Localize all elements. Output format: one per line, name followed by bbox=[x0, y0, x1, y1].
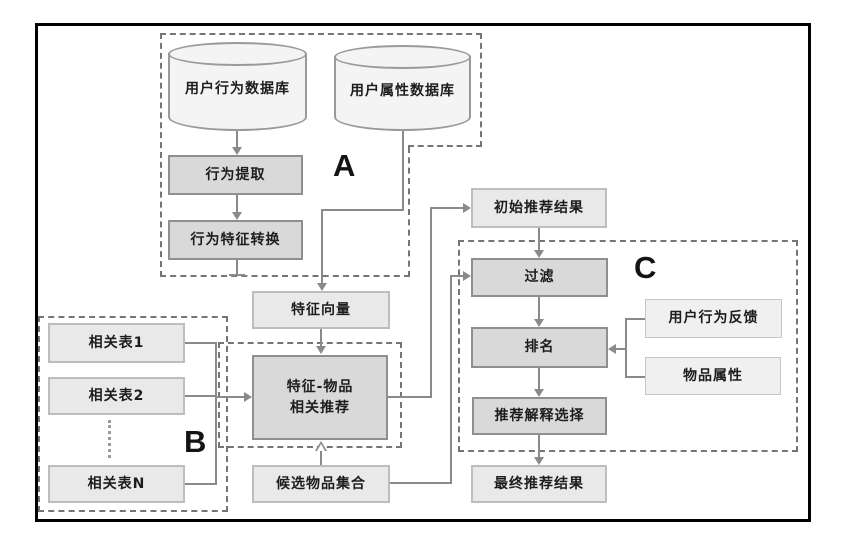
connector-collector-rec bbox=[215, 396, 245, 398]
connector-itemattr-out bbox=[625, 376, 645, 378]
cylinder-body-icon bbox=[168, 54, 307, 131]
cylinder-body-icon bbox=[334, 57, 471, 131]
behavior-extract-box: 行为提取 bbox=[168, 155, 303, 195]
connector-table1-collector bbox=[185, 342, 217, 344]
cylinder-top-icon bbox=[334, 45, 471, 69]
connector-candidate-out bbox=[390, 482, 452, 484]
region-a-border-right-lower bbox=[408, 147, 410, 277]
arrowhead-featurevector-rec bbox=[316, 346, 326, 354]
arrowhead-explanation-final bbox=[534, 457, 544, 465]
connector-rec-initial bbox=[430, 207, 464, 209]
filter-box: 过滤 bbox=[471, 258, 608, 297]
connector-table2-collector bbox=[185, 395, 217, 397]
connector-db2-featurevector bbox=[321, 209, 323, 284]
user-behavior-feedback-box: 用户行为反馈 bbox=[645, 299, 782, 338]
region-a-border-left bbox=[160, 33, 162, 277]
connector-candidate-filter bbox=[450, 275, 464, 277]
item-attribute-box: 物品属性 bbox=[645, 357, 781, 395]
connector-candidate-rec bbox=[320, 451, 322, 465]
arrowhead-filter-ranking bbox=[534, 319, 544, 327]
final-result-box: 最终推荐结果 bbox=[471, 465, 607, 503]
explanation-select-box: 推荐解释选择 bbox=[472, 397, 607, 435]
connector-merge-ranking bbox=[615, 348, 627, 350]
feature-item-rec-label-line2: 相关推荐 bbox=[290, 399, 350, 416]
region-c-label: C bbox=[634, 250, 657, 285]
feature-item-rec-box: 特征-物品 相关推荐 bbox=[252, 355, 388, 440]
connector-explanation-final bbox=[538, 435, 540, 458]
ranking-box: 排名 bbox=[471, 327, 608, 368]
arrowhead-candidate-filter bbox=[463, 271, 471, 281]
connector-rec-out bbox=[388, 396, 432, 398]
arrowhead-initial-filter bbox=[534, 250, 544, 258]
region-c-border bbox=[458, 240, 798, 452]
connector-extract-convert bbox=[236, 195, 238, 212]
region-a-border-step bbox=[408, 145, 482, 147]
connector-filter-ranking bbox=[538, 297, 540, 320]
connector-db2-across bbox=[321, 209, 404, 211]
region-b-label: B bbox=[184, 424, 207, 459]
connector-feedback-out bbox=[625, 318, 645, 320]
region-a-border-right-upper bbox=[480, 33, 482, 147]
arrowhead-candidate-rec-inner bbox=[317, 444, 325, 451]
connector-collector-vertical bbox=[215, 342, 217, 485]
arrowhead-ranking-explanation bbox=[534, 389, 544, 397]
arrowhead-collector-rec bbox=[244, 392, 252, 402]
ellipsis-dots-icon bbox=[108, 420, 111, 458]
feature-item-rec-label-line1: 特征-物品 bbox=[286, 379, 354, 396]
connector-featurevector-rec bbox=[320, 329, 322, 347]
candidate-item-set-box: 候选物品集合 bbox=[252, 465, 390, 503]
arrowhead-extract-convert bbox=[232, 212, 242, 220]
connector-candidate-up bbox=[450, 275, 452, 484]
connector-initial-filter bbox=[538, 228, 540, 251]
region-a-border-bottom bbox=[160, 275, 410, 277]
cylinder-top-icon bbox=[168, 42, 307, 66]
user-behavior-database-label: 用户行为数据库 bbox=[185, 81, 290, 97]
connector-db2-down bbox=[402, 131, 404, 211]
region-a-label: A bbox=[333, 148, 356, 183]
connector-convert-boundary-tick bbox=[229, 274, 245, 276]
related-table-1-box: 相关表1 bbox=[48, 323, 185, 363]
connector-ranking-explanation bbox=[538, 368, 540, 390]
region-a-border-top bbox=[160, 33, 482, 35]
connector-tablen-collector bbox=[185, 483, 217, 485]
feature-vector-box: 特征向量 bbox=[252, 291, 390, 329]
initial-result-box: 初始推荐结果 bbox=[471, 188, 607, 228]
arrowhead-featurevector bbox=[317, 283, 327, 291]
region-b-border bbox=[38, 316, 228, 512]
arrowhead-db1-extract bbox=[232, 147, 242, 155]
user-attribute-database-label: 用户属性数据库 bbox=[350, 83, 455, 99]
arrowhead-merge-ranking bbox=[608, 344, 616, 354]
arrowhead-rec-initial bbox=[463, 203, 471, 213]
feature-item-rec-border bbox=[218, 342, 402, 448]
related-table-2-box: 相关表2 bbox=[48, 377, 185, 415]
behavior-feature-convert-box: 行为特征转换 bbox=[168, 220, 303, 260]
connector-convert-boundary bbox=[236, 260, 238, 276]
connector-rec-up bbox=[430, 207, 432, 398]
related-table-n-box: 相关表N bbox=[48, 465, 185, 503]
connector-db1-extract bbox=[236, 131, 238, 148]
